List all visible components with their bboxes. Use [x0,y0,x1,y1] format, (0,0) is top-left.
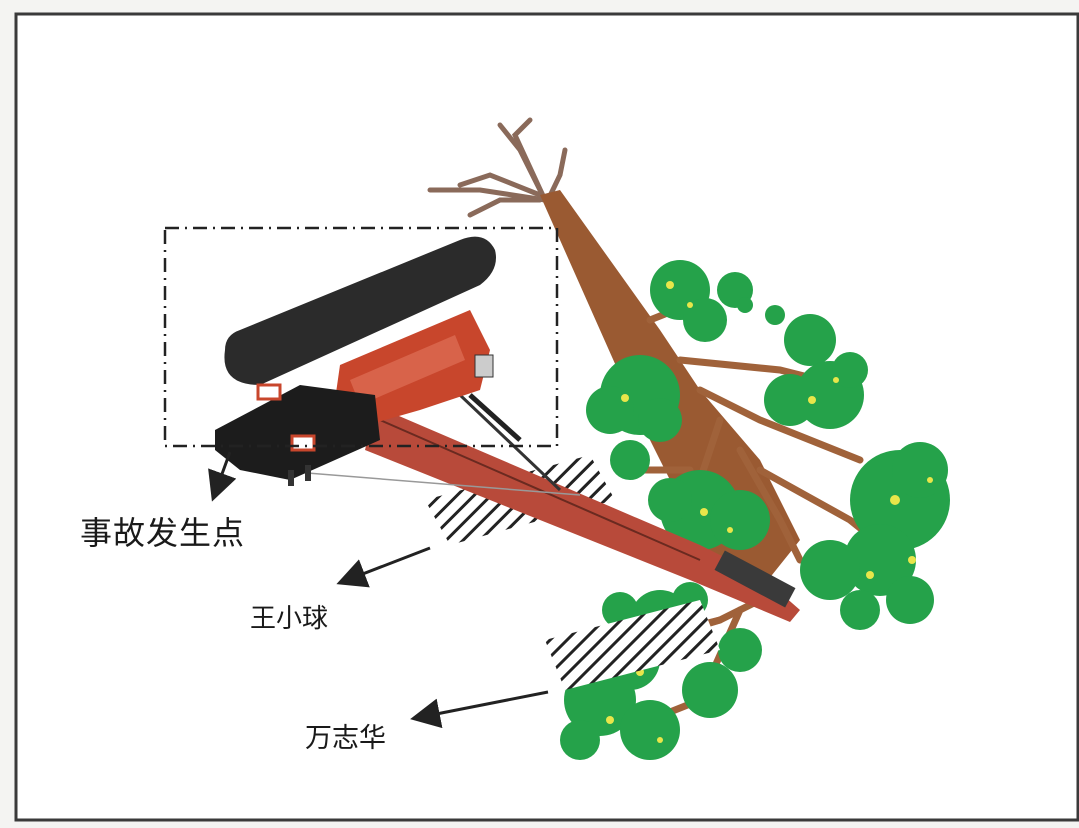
person-label-wang: 王小球 [250,604,329,634]
accident-point-label: 事故发生点 [80,514,246,552]
arrow-icon-wan [410,690,549,729]
crane-track [224,236,496,385]
page-frame [14,12,1079,822]
hatched-marker-wan [545,600,720,690]
tree-roots [427,117,568,218]
arrow-icon-wang [336,546,431,588]
tree-illustration [427,117,950,760]
person-label-wan: 万志华 [305,723,386,754]
arrow-icon-accident [208,451,237,502]
crane-boom [365,410,800,622]
crane-illustration [215,236,800,622]
accident-zone-box [163,226,559,448]
